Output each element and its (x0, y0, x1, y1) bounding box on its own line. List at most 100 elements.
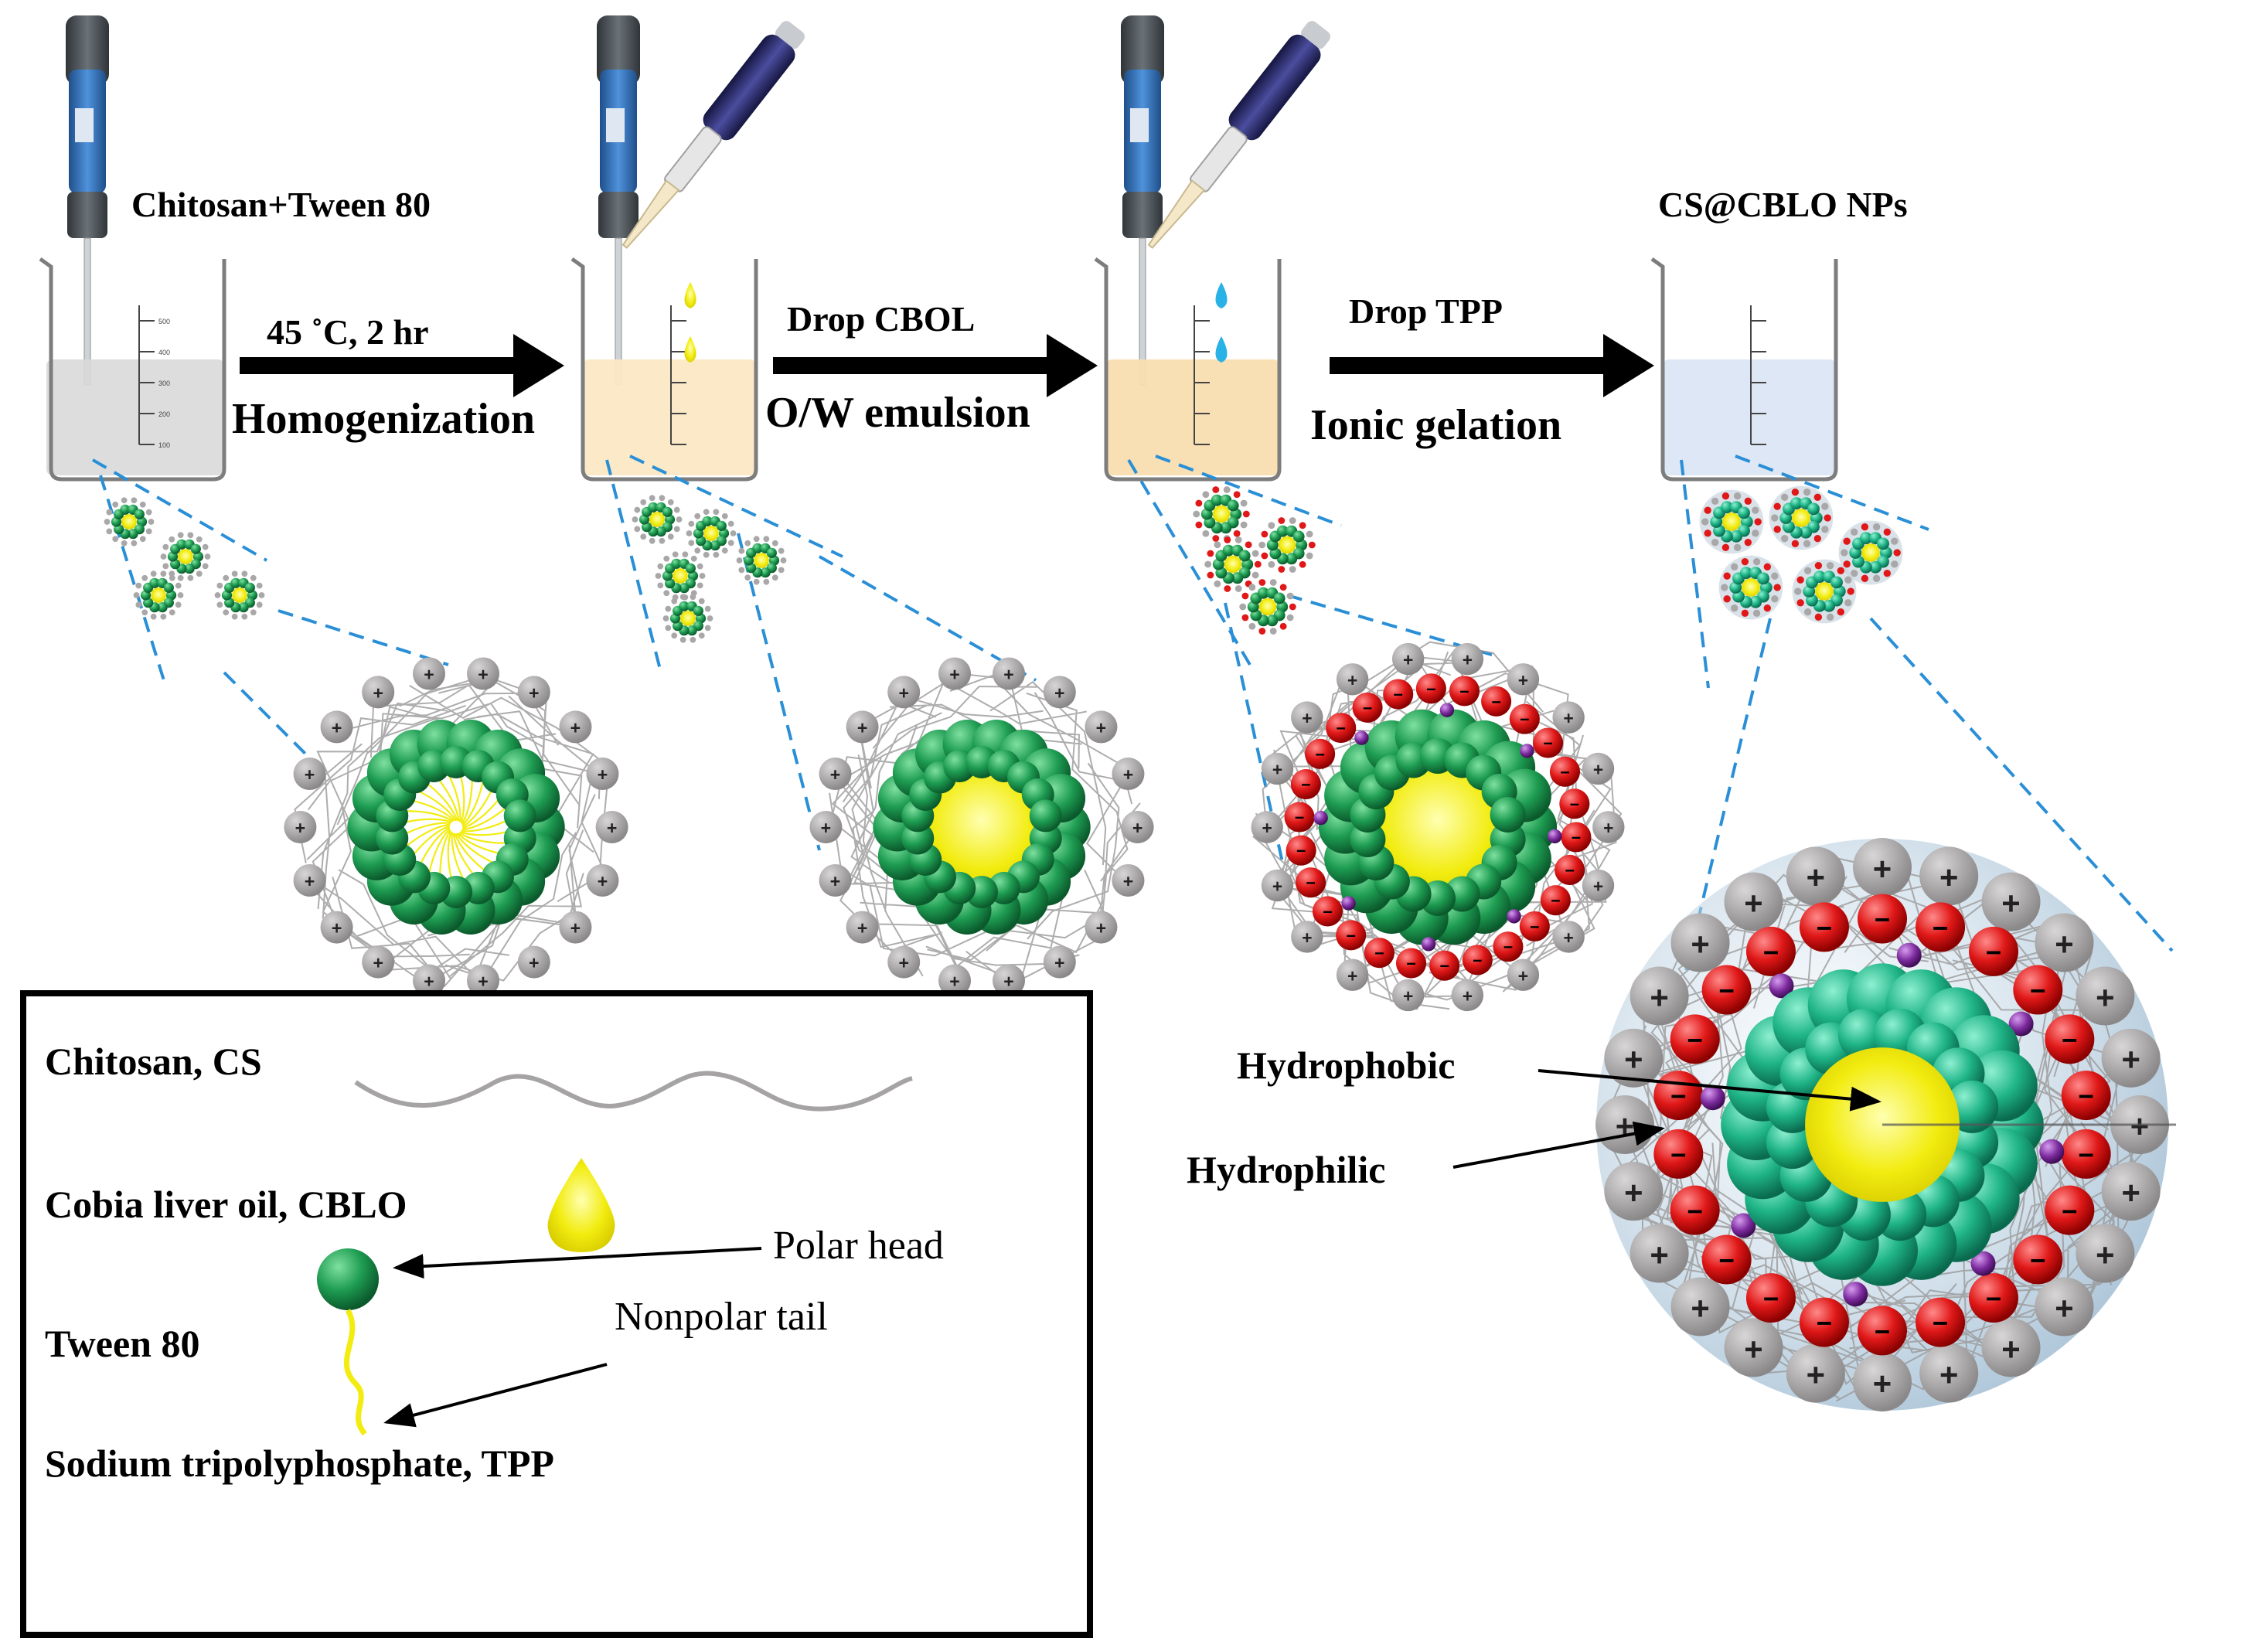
chitosan-bead (771, 574, 778, 581)
chitosan-bead (1752, 557, 1761, 566)
chitosan-bead (738, 567, 745, 574)
chitosan-bead-sign: + (2055, 1290, 2073, 1326)
oil-core (1792, 509, 1810, 527)
chitosan-bead (676, 516, 683, 523)
chitosan-bead (698, 598, 705, 604)
chitosan-bead (1043, 676, 1076, 709)
chitosan-bead (177, 592, 184, 598)
chitosan-bead (216, 601, 223, 608)
tpp-bead (1916, 1297, 1966, 1347)
chitosan-bead-sign: + (898, 953, 909, 973)
polar-head-bead (1276, 525, 1289, 537)
tpp-bead (1195, 499, 1203, 507)
legend-nonpolar-tail-label: Nonpolar tail (615, 1295, 828, 1339)
tpp-bead (1883, 570, 1892, 577)
chitosan-bead (141, 574, 148, 581)
beaker-scale-200: 200 (158, 410, 170, 418)
arrow-right-icon (773, 334, 1098, 397)
polar-head-bead (1292, 530, 1305, 543)
chitosan-bead (1582, 869, 1615, 902)
chitosan-bead (139, 536, 146, 543)
chitosan-bead (162, 543, 169, 550)
phosphate-center (1354, 730, 1369, 745)
chitosan-bead (763, 578, 770, 585)
phosphate-center (1507, 909, 1521, 924)
tpp-bead (1799, 1297, 1849, 1347)
chitosan-bead (1306, 552, 1313, 560)
polar-head-bead (1350, 821, 1386, 857)
water-drop-icon (1215, 336, 1228, 363)
polar-head-arrow (393, 1247, 762, 1279)
polar-head-bead (1266, 615, 1279, 627)
tpp-bead (1744, 497, 1752, 505)
chitosan-bead (640, 533, 647, 540)
chitosan-bead-sign: + (1873, 850, 1892, 887)
step2-name: O/W emulsion (765, 389, 1030, 437)
chitosan-bead (938, 964, 971, 997)
chitosan-bead (1724, 1318, 1783, 1377)
chitosan-bead (763, 536, 770, 543)
chitosan-bead (1202, 491, 1210, 499)
tpp-bead (1261, 552, 1269, 560)
chitosan-bead (160, 613, 167, 620)
tpp-bead (1969, 926, 2019, 976)
chitosan-bead (1552, 701, 1585, 734)
chitosan-bead (993, 657, 1026, 690)
tpp-bead-sign: − (1817, 913, 1833, 943)
chitosan-bead (284, 811, 317, 843)
chitosan-bead (131, 497, 138, 504)
chitosan-bead-sign: + (1132, 818, 1143, 838)
phosphate-center (2039, 1139, 2065, 1164)
chitosan-bead (665, 605, 672, 612)
tpp-bead (1704, 529, 1711, 537)
chitosan-bead (671, 598, 678, 604)
polar-head-bead (752, 543, 763, 553)
chitosan-bead (819, 863, 852, 897)
homogenizer-icon (597, 15, 640, 386)
chitosan-bead (1733, 492, 1742, 500)
chitosan-bead (1251, 571, 1259, 579)
chitosan-bead (778, 567, 785, 574)
chitosan-bead (682, 551, 689, 558)
tpp-bead-sign: − (1687, 1025, 1703, 1055)
chitosan-bead (690, 636, 696, 643)
tpp-bead (1555, 854, 1585, 885)
zoom-guide-lines (91, 455, 2174, 975)
oil-core (121, 514, 137, 529)
chitosan-bead-sign: + (1347, 670, 1357, 690)
chitosan-bead (1251, 550, 1259, 557)
chitosan-bead (771, 540, 778, 546)
tpp-bead-sign: − (2062, 1197, 2078, 1227)
chitosan-bead (665, 625, 672, 632)
hydrophilic-arrow (1452, 1121, 1665, 1169)
chitosan-bead (1507, 663, 1540, 696)
legend-box (20, 990, 1093, 1638)
chitosan-bead (1803, 488, 1811, 496)
chitosan-bead (938, 657, 971, 690)
chitosan-bead (1780, 535, 1789, 543)
tpp-bead (1509, 703, 1540, 734)
chitosan-bead (744, 540, 751, 546)
step1-condition: 45 ˚C, 2 hr (267, 312, 429, 352)
tpp-bead (1721, 543, 1730, 552)
chitosan-bead (673, 506, 680, 513)
chitosan-bead (1786, 1343, 1845, 1403)
tpp-bead-sign: − (1315, 745, 1325, 764)
chitosan-bead-sign: + (830, 764, 841, 785)
chitosan-bead (727, 520, 734, 527)
tpp-bead (1814, 613, 1823, 621)
chitosan-bead (1286, 592, 1294, 600)
tpp-bead (1284, 802, 1315, 833)
chitosan-bead (187, 574, 194, 581)
polar-head-bead (710, 540, 720, 551)
tpp-bead-sign: − (1296, 842, 1306, 860)
tpp-bead (1336, 920, 1367, 951)
chitosan-bead (1844, 599, 1852, 607)
chitosan-bead (704, 605, 711, 612)
polar-head-bead (760, 567, 771, 578)
tpp-bead (1242, 510, 1250, 518)
chitosan-bead (112, 536, 119, 543)
micelle-chitosan-tween: ++++++++++++++++++ (284, 657, 628, 997)
chitosan-bead (1291, 921, 1323, 953)
chitosan-bead-sign: + (821, 818, 832, 838)
